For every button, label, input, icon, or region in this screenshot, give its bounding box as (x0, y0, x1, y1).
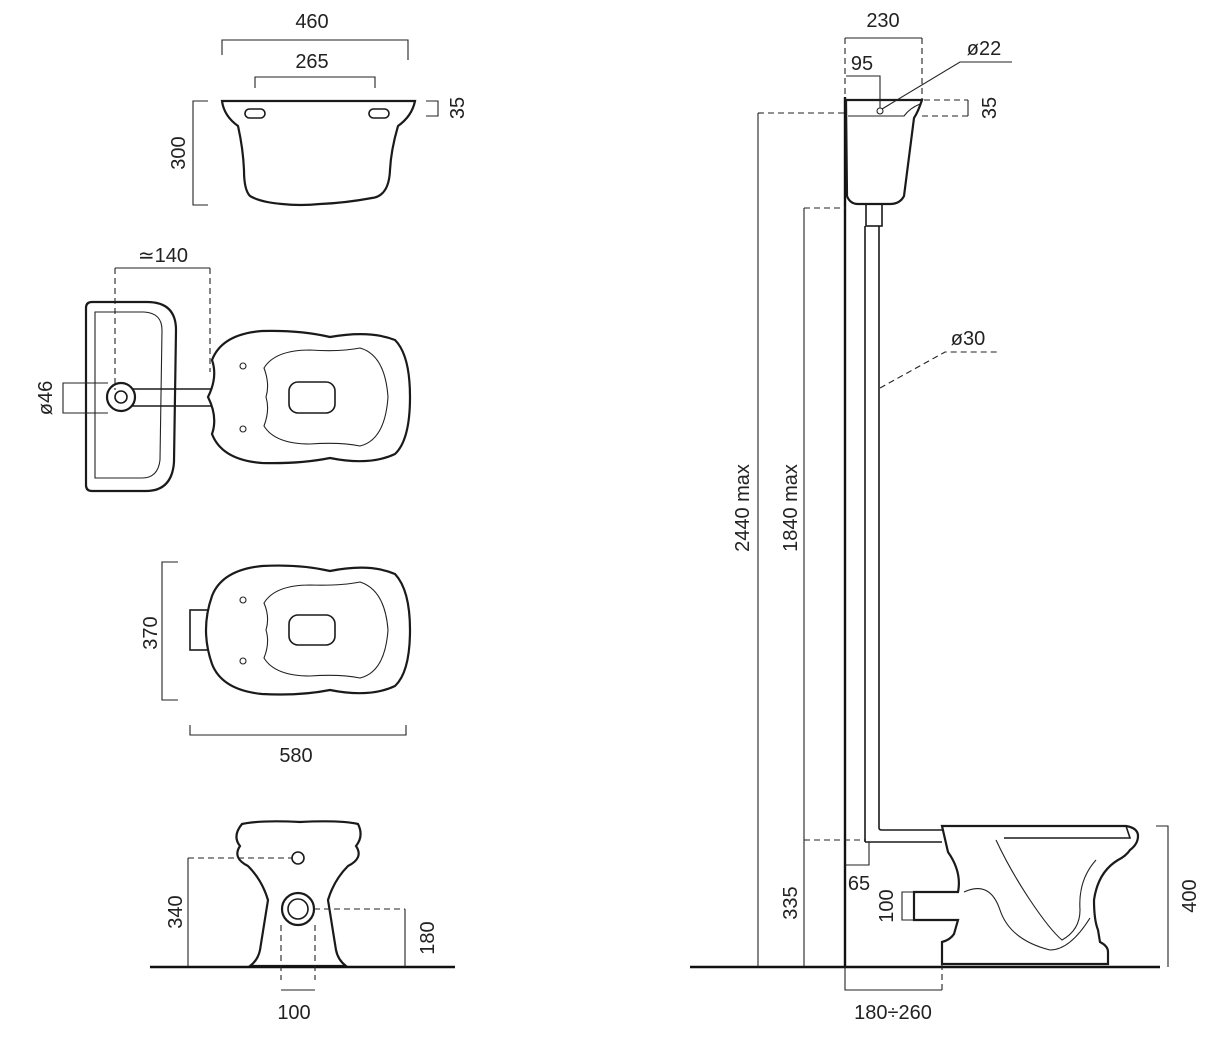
dim-460-label: 460 (295, 11, 328, 33)
bowl-top-hinge-bottom (239, 657, 247, 665)
dim-95-label: 95 (851, 53, 873, 75)
dim-22-label: ø22 (967, 38, 1001, 60)
side-bowl-inner (995, 839, 1097, 941)
side-bowl-trap (963, 888, 1091, 951)
dim-180-260-line (844, 967, 942, 991)
dim-65-label: 65 (848, 873, 870, 895)
dim-370-label: 370 (140, 616, 162, 649)
dim-side-100-line (901, 891, 914, 921)
side-elevation-view: 230 95 ø22 35 ø30 2440 max 1840 max 335 … (690, 10, 1201, 1024)
dim-400-label: 400 (1179, 879, 1201, 912)
dim-1840-label: 1840 max (780, 464, 802, 552)
mount-hole-left (244, 108, 266, 119)
dim-100-ext (280, 925, 316, 980)
bowl-plan-outline (206, 329, 412, 465)
side-cistern-lid (848, 103, 921, 117)
bowl-top-outline (204, 564, 412, 696)
bowl-back-outlet-outer (280, 891, 316, 927)
dim-2440-label: 2440 max (732, 464, 754, 552)
dim-335-label: 335 (780, 886, 802, 919)
dim-side-35-ext (922, 99, 968, 117)
bowl-back-view: 340 180 100 (150, 820, 455, 1024)
plan-outlet-outer (105, 381, 137, 413)
bowl-plan-seat (263, 347, 389, 447)
dim-370-line (161, 561, 178, 701)
mount-hole-right (368, 108, 390, 119)
dim-180-label: 180 (417, 921, 439, 954)
dim-95-line (846, 75, 881, 108)
dim-35-label: 35 (447, 97, 469, 119)
dim-65-line (845, 842, 870, 866)
side-bowl (912, 824, 1140, 966)
cistern-plan-inner (94, 311, 163, 479)
plan-pipe (130, 388, 212, 407)
side-bowl-seat (942, 825, 1132, 839)
dim-46-line (62, 382, 108, 414)
bowl-top-seat (263, 581, 389, 679)
side-pipe-horizontal (865, 829, 942, 843)
dim-46-label: ø46 (35, 381, 57, 415)
bowl-top-flush (288, 614, 336, 646)
dim-265-line (254, 76, 376, 88)
dim-140-label: ≃140 (138, 245, 188, 267)
cistern-top-view: 460 265 300 35 (168, 11, 469, 207)
bowl-back-outlet-inner (287, 898, 309, 920)
dim-265-label: 265 (295, 51, 328, 73)
bowl-plan-flush (288, 381, 336, 414)
dim-side-35-label: 35 (979, 97, 1001, 119)
cistern-outline (220, 99, 417, 207)
dim-300-label: 300 (168, 136, 190, 169)
dim-340-label: 340 (165, 895, 187, 928)
dim-400-line (1156, 825, 1169, 967)
plan-outlet-inner (114, 390, 128, 404)
dim-300-line (192, 100, 208, 206)
bowl-top-view: 370 580 (140, 561, 412, 767)
dim-580-line (189, 725, 407, 736)
dim-35-line (426, 100, 439, 117)
bowl-plan-hinge-top (239, 362, 247, 370)
side-valve (865, 203, 883, 227)
dim-580-label: 580 (279, 745, 312, 767)
dim-22-leader (881, 61, 1012, 110)
dim-230-label: 230 (866, 10, 899, 32)
dim-100-label: 100 (277, 1002, 310, 1024)
dim-180-260-label: 180÷260 (854, 1002, 932, 1024)
dim-30-leader (879, 351, 998, 389)
dim-30-label: ø30 (951, 328, 985, 350)
side-cistern (844, 98, 924, 206)
bowl-plan-hinge-bottom (239, 425, 247, 433)
dim-side-100-label: 100 (876, 889, 898, 922)
dim-460-line (221, 39, 409, 60)
side-pipe-vertical (864, 226, 883, 842)
bowl-top-hinge-top (239, 596, 247, 604)
plan-view: ≃140 ø46 (35, 245, 412, 493)
